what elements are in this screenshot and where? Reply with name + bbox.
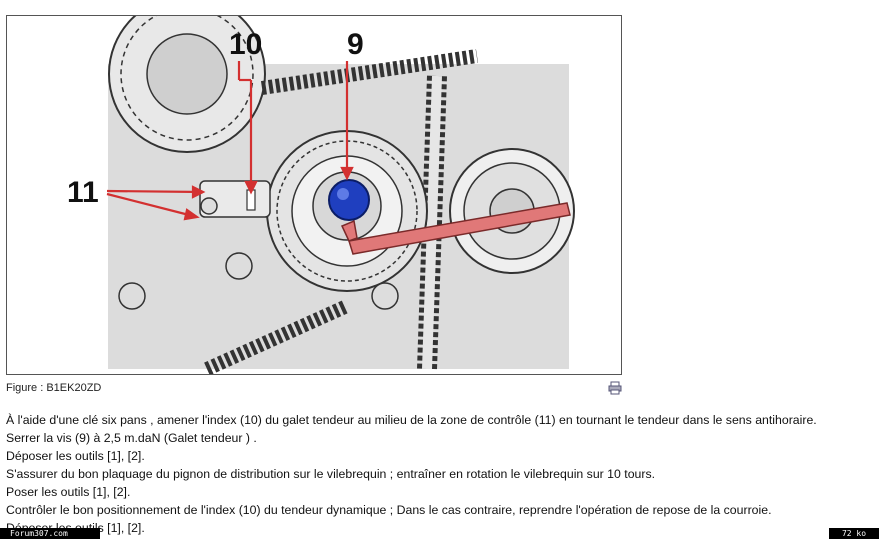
step-text: Contrôler le bon positionnement de l'ind… [6, 503, 772, 517]
print-icon[interactable] [608, 381, 622, 395]
step-text: S'assurer du bon plaquage du pignon de d… [6, 467, 656, 481]
bolt [371, 282, 399, 310]
tensioner-screw [328, 179, 370, 221]
callout-9: 9 [347, 28, 364, 61]
arrow-to-zone-top [106, 189, 204, 194]
tensioner-illustration: 10 9 11 [67, 16, 575, 374]
timing-belt-bottom [204, 299, 350, 374]
step-text: Déposer les outils [1], [2]. [6, 521, 145, 535]
callout-10: 10 [229, 28, 262, 61]
step-text: À l'aide d'une clé six pans , amener l'i… [6, 413, 817, 427]
bolt [118, 282, 146, 310]
bolt [225, 252, 253, 280]
hex-wrench [348, 202, 571, 255]
arrowhead [183, 208, 200, 221]
camshaft-gear [108, 16, 266, 153]
watermark-site: Forum307.com [0, 528, 100, 539]
arrow-to-zone-bottom [106, 192, 194, 218]
procedure-steps: À l'aide d'une clé six pans , amener l'i… [6, 411, 876, 537]
timing-belt-top [260, 49, 479, 95]
arrowhead [191, 185, 206, 199]
figure-caption: Figure : B1EK20ZD [6, 382, 102, 394]
caption-row: Figure : B1EK20ZD [6, 381, 622, 397]
image-size-badge: 72 ko [829, 528, 879, 539]
step-text: Déposer les outils [1], [2]. [6, 449, 145, 463]
arrowhead [340, 166, 354, 181]
arrowhead [244, 180, 258, 195]
figure-frame: 10 9 11 [6, 15, 622, 375]
callout-11: 11 [67, 176, 99, 209]
idler-pulley [449, 148, 575, 274]
step-text: Poser les outils [1], [2]. [6, 485, 131, 499]
step-text: Serrer la vis (9) à 2,5 m.daN (Galet ten… [6, 431, 257, 445]
